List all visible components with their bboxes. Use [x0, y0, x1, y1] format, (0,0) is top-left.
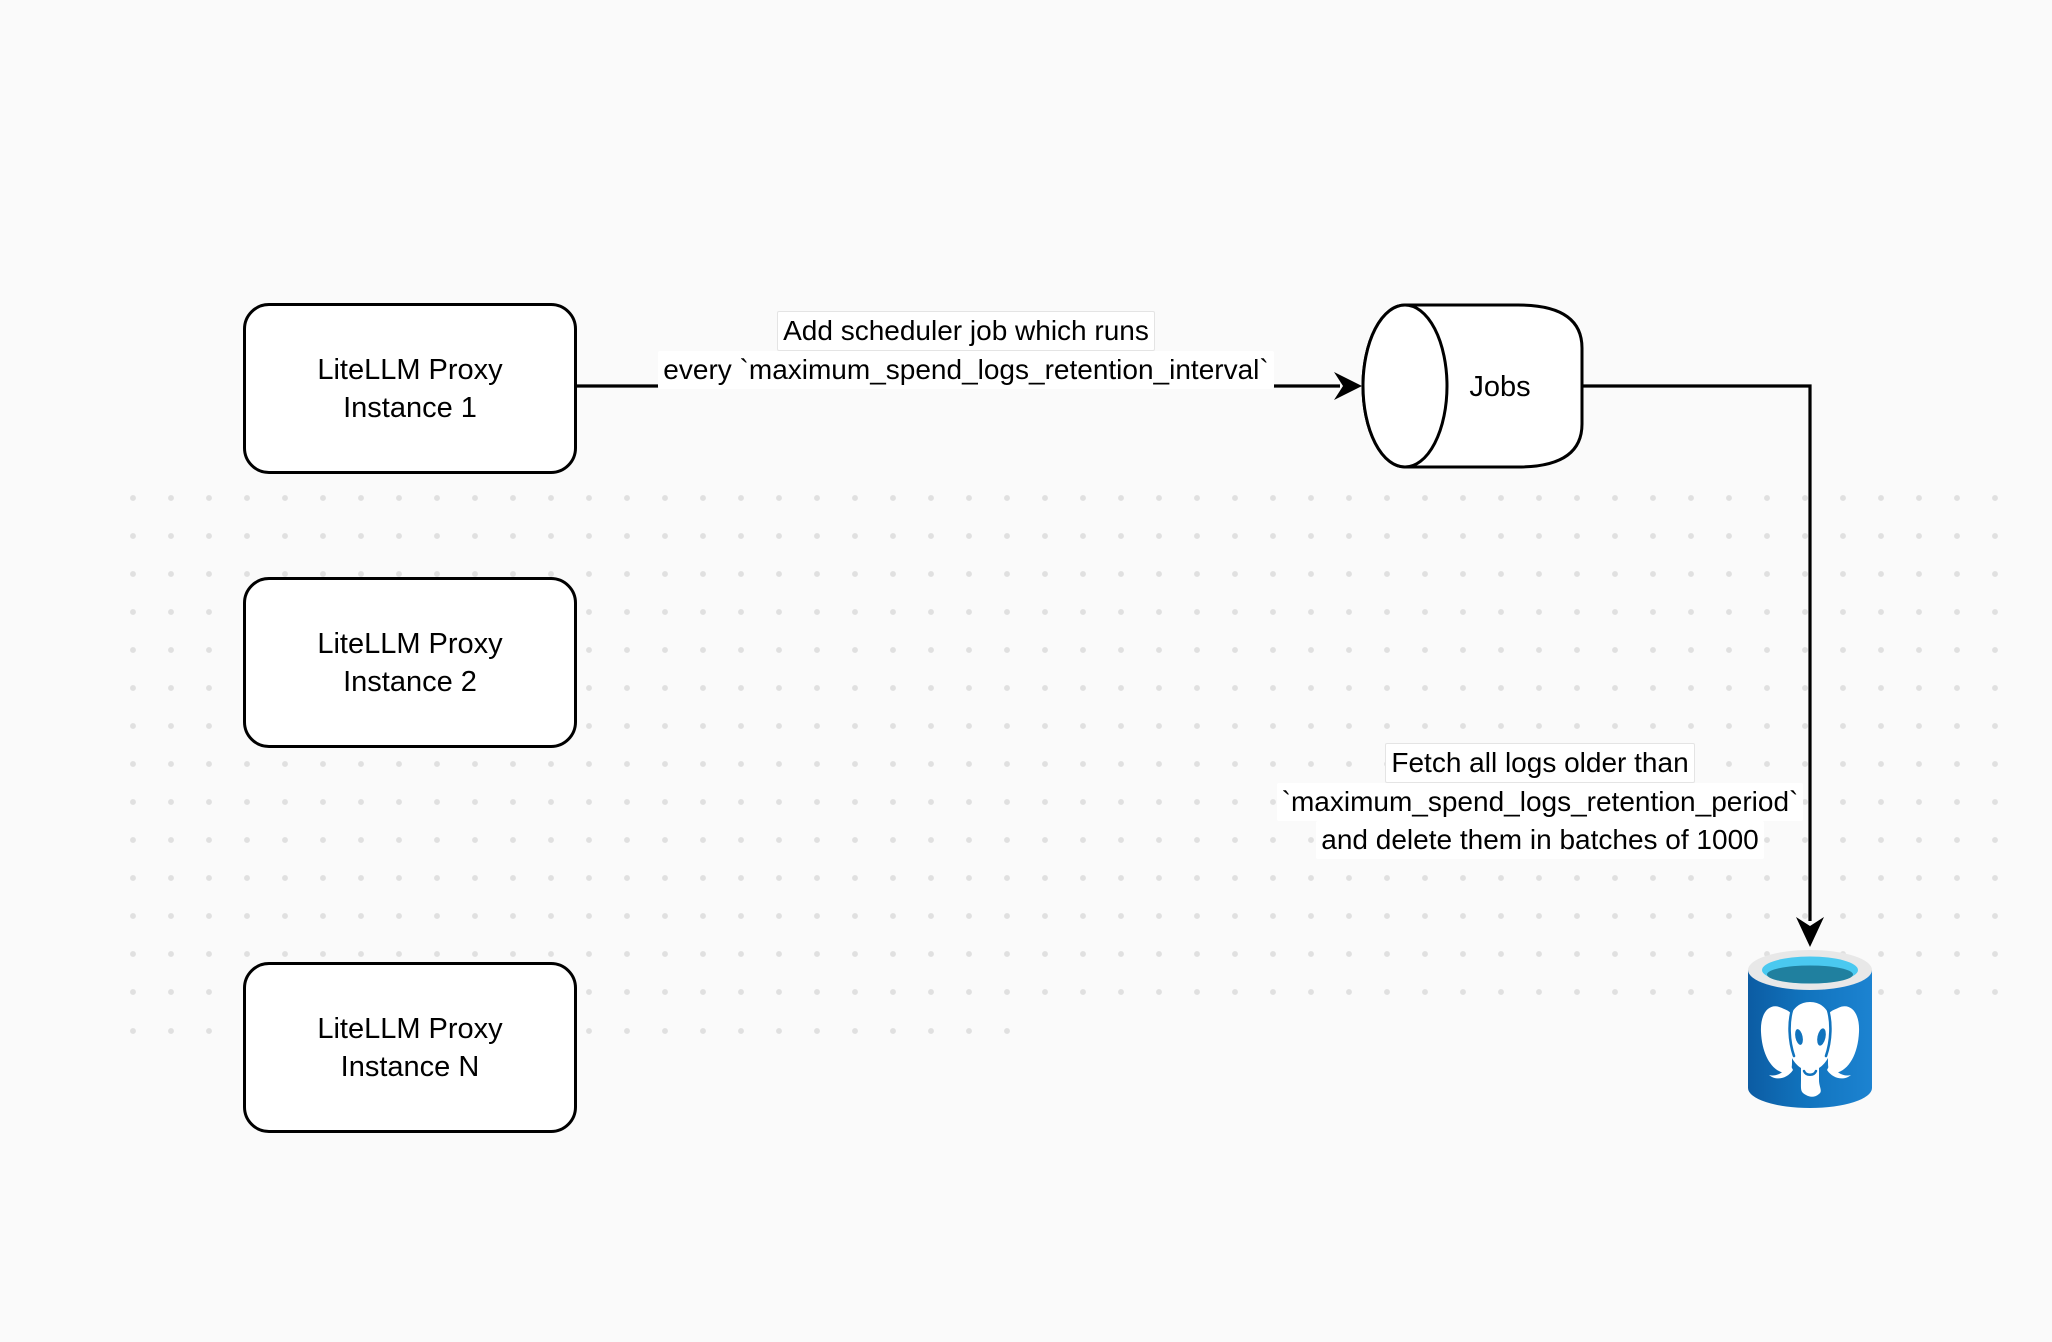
cleanup-edge-label-line2: `maximum_spend_logs_retention_period`: [1276, 783, 1804, 821]
cleanup-edge-label: Fetch all logs older than `maximum_spend…: [1140, 743, 1940, 859]
node-litellm-proxy-instance-n: LiteLLM Proxy Instance N: [243, 962, 577, 1133]
scheduler-edge-label: Add scheduler job which runs every `maxi…: [566, 311, 1366, 389]
jobs-node-label: Jobs: [1469, 371, 1531, 403]
jobs-cylinder-icon: [1361, 303, 1584, 469]
node-label: Instance 1: [343, 391, 477, 424]
database-cylinder-liquid-depth: [1767, 965, 1853, 984]
node-label: Instance 2: [343, 665, 477, 698]
node-litellm-proxy-instance-1: LiteLLM Proxy Instance 1: [243, 303, 577, 474]
cleanup-connector-line: [1582, 384, 1812, 921]
node-label: LiteLLM Proxy: [317, 353, 503, 386]
node-label: LiteLLM Proxy: [317, 1012, 503, 1045]
scheduler-edge-label-line1: Add scheduler job which runs: [777, 311, 1155, 351]
postgresql-database-icon: [1748, 950, 1872, 1108]
node-litellm-proxy-instance-2: LiteLLM Proxy Instance 2: [243, 577, 577, 748]
node-label: LiteLLM Proxy: [317, 627, 503, 660]
node-label: Instance N: [340, 1050, 480, 1083]
scheduler-arrowhead-icon: [1334, 372, 1362, 400]
scheduler-edge-label-line2: every `maximum_spend_logs_retention_inte…: [658, 351, 1274, 389]
cleanup-edge-label-line1: Fetch all logs older than: [1385, 743, 1695, 783]
postgresql-elephant-icon: [1760, 1002, 1860, 1097]
cleanup-edge-label-line3: and delete them in batches of 1000: [1316, 821, 1764, 859]
cleanup-arrowhead-icon: [1796, 917, 1824, 947]
